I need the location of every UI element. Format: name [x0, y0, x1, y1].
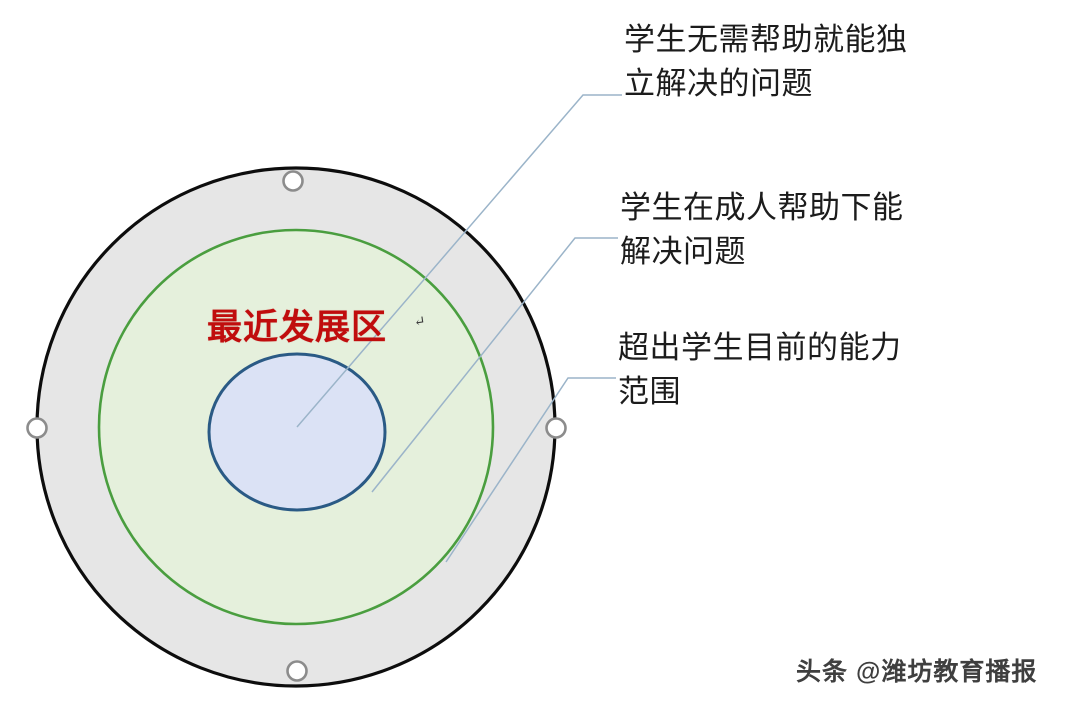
zpd-label[interactable]: 最近发展区 — [207, 308, 388, 347]
leader-line-3 — [445, 377, 616, 563]
callout-text-with-help[interactable]: 学生在成人帮助下能解决问题 — [620, 190, 904, 270]
cursor-artifact-mark: ↵ — [413, 314, 427, 331]
handle-right[interactable] — [545, 417, 567, 439]
leader-line-1 — [296, 94, 622, 428]
leader-line-2 — [371, 237, 618, 493]
watermark: 头条 @潍坊教育播报 — [796, 658, 1038, 686]
handle-top[interactable] — [282, 170, 304, 192]
inner-circle-shape[interactable] — [207, 352, 387, 512]
handle-bottom[interactable] — [286, 660, 308, 682]
handle-left[interactable] — [26, 417, 48, 439]
callout-text-independent[interactable]: 学生无需帮助就能独立解决的问题 — [624, 22, 908, 102]
callout-text-beyond-ability[interactable]: 超出学生目前的能力范围 — [618, 330, 902, 410]
